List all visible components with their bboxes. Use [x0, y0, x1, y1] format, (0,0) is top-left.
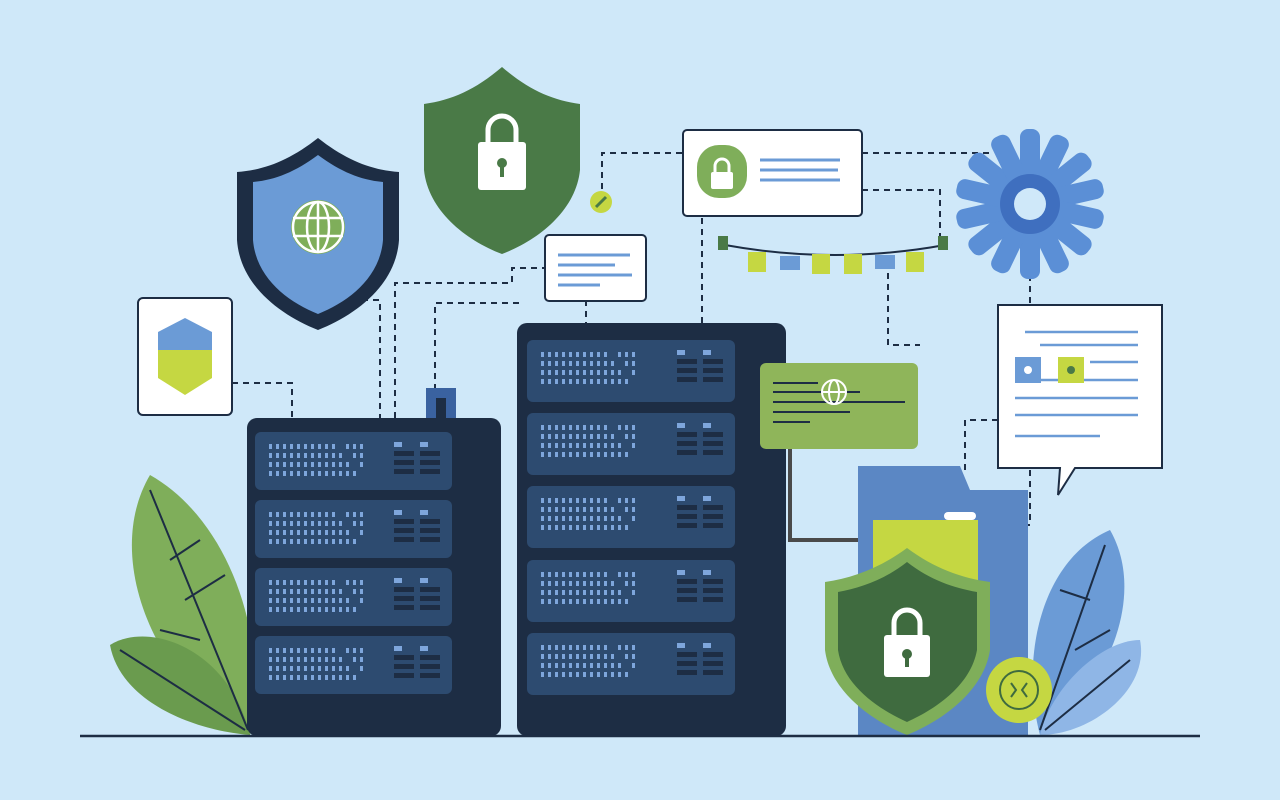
- shield-lock-front-icon: [825, 548, 990, 735]
- leaf-badge-icon: [590, 191, 612, 213]
- lock-card-icon: [682, 129, 863, 217]
- server-unit: [255, 432, 452, 490]
- plant-icon: [110, 475, 256, 735]
- server-unit: [255, 636, 452, 694]
- bunting-garland: [718, 236, 948, 274]
- server-unit: [527, 413, 735, 475]
- server-unit: [255, 568, 452, 626]
- server-rack-icon: [517, 323, 786, 736]
- server-unit: [527, 633, 735, 695]
- document-card-icon: [544, 234, 647, 302]
- plant-icon: [1032, 530, 1142, 735]
- server-unit: [527, 340, 735, 402]
- shield-lock-icon: [424, 67, 580, 254]
- hexagon-badge-icon: [137, 297, 233, 416]
- document-icon: [997, 304, 1163, 496]
- server-unit: [527, 560, 735, 622]
- server-unit: [527, 486, 735, 548]
- sync-badge-icon: [986, 657, 1052, 723]
- server-rack-icon: [247, 388, 501, 736]
- gear-icon: [956, 129, 1104, 279]
- server-unit: [255, 500, 452, 558]
- globe-card-icon: [760, 363, 918, 542]
- shield-globe-icon: [237, 138, 399, 330]
